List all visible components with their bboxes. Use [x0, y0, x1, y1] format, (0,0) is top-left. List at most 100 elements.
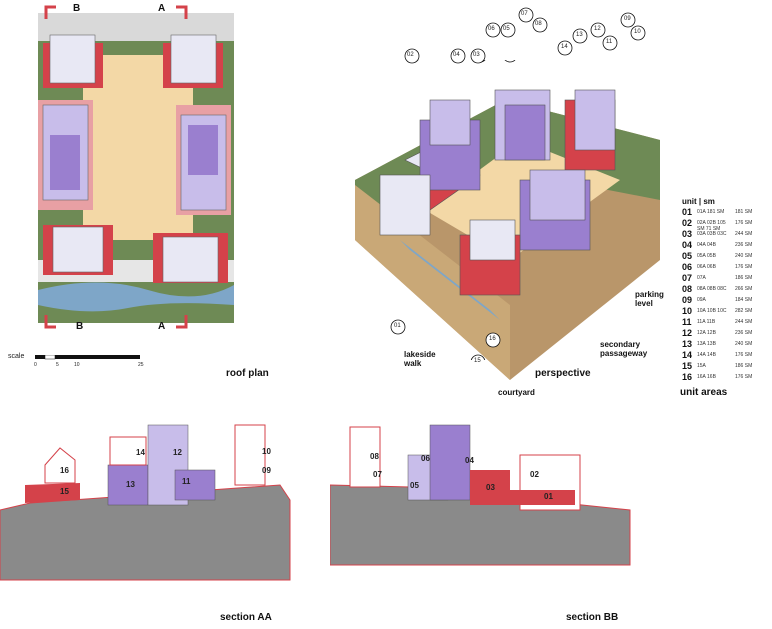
- unit-01: 01: [682, 207, 693, 217]
- title-section-aa: section AA: [220, 612, 272, 623]
- bb-circle-08: 08: [370, 452, 379, 461]
- unit-13-detail: 13A 13B: [697, 341, 716, 347]
- aa-circle-11: 11: [182, 477, 191, 486]
- unit-02: 02: [682, 218, 693, 228]
- scale-bar: [35, 355, 140, 360]
- label-courtyard: courtyard: [498, 388, 535, 397]
- bb-circle-05: 05: [410, 481, 419, 490]
- bb-circle-01: 01: [544, 492, 553, 501]
- unit-07-detail: 07A: [697, 275, 706, 281]
- unit-01-detail: 01A 181 SM: [697, 209, 725, 215]
- unit-08-detail: 08A 08B 08C: [697, 286, 727, 292]
- callout-16: 16: [489, 336, 496, 342]
- unit-12-detail: 12A 12B: [697, 330, 716, 336]
- callout-04: 04: [453, 52, 460, 58]
- callout-02: 02: [407, 52, 414, 58]
- unit-10-detail: 10A 10B 10C: [697, 308, 727, 314]
- roof-plan-drawing: [38, 5, 234, 329]
- callout-15: 15: [474, 358, 481, 364]
- unit-11: 11: [682, 317, 692, 327]
- unit-16: 16: [682, 372, 693, 382]
- callout-11: 11: [606, 39, 613, 45]
- perspective-drawing: [355, 60, 660, 380]
- unit-13-total: 240 SM: [735, 341, 753, 347]
- bb-circle-07: 07: [373, 470, 382, 479]
- callout-12: 12: [594, 26, 601, 32]
- marker-b-bottom: B: [76, 321, 84, 332]
- unit-06-detail: 06A 06B: [697, 264, 716, 270]
- aa-circle-15: 15: [60, 487, 69, 496]
- callout-06: 06: [488, 26, 495, 32]
- unit-01-total: 181 SM: [735, 209, 753, 215]
- unit-11-detail: 11A 11B: [697, 319, 716, 325]
- marker-b-top: B: [73, 3, 81, 14]
- unit-09-detail: 09A: [697, 297, 706, 303]
- bb-circle-04: 04: [465, 456, 474, 465]
- bb-circle-02: 02: [530, 470, 539, 479]
- unit-02-total: 176 SM: [735, 220, 753, 226]
- aa-circle-12: 12: [173, 448, 182, 457]
- unit-14-detail: 14A 14B: [697, 352, 716, 358]
- title-unit-areas: unit areas: [680, 387, 728, 398]
- marker-a-bottom: A: [158, 321, 166, 332]
- aa-circle-10: 10: [262, 447, 271, 456]
- label-secondary-passageway: secondary passageway: [600, 340, 648, 358]
- unit-table-header: unit | sm: [682, 197, 715, 206]
- unit-09-total: 184 SM: [735, 297, 753, 303]
- bb-circle-03: 03: [486, 483, 495, 492]
- unit-04: 04: [682, 240, 693, 250]
- scale-tick-25: 25: [138, 362, 144, 368]
- aa-circle-13: 13: [126, 480, 135, 489]
- callout-01: 01: [394, 323, 401, 329]
- scale-tick-0: 0: [34, 362, 37, 368]
- unit-15-total: 186 SM: [735, 363, 753, 369]
- unit-05: 05: [682, 251, 693, 261]
- unit-15-detail: 15A: [697, 363, 706, 369]
- title-perspective: perspective: [535, 368, 591, 379]
- unit-14: 14: [682, 350, 693, 360]
- callout-08: 08: [535, 21, 542, 27]
- unit-12-total: 236 SM: [735, 330, 753, 336]
- aa-circle-14: 14: [136, 448, 145, 457]
- unit-05-detail: 05A 05B: [697, 253, 716, 259]
- unit-08-total: 266 SM: [735, 286, 753, 292]
- unit-04-total: 236 SM: [735, 242, 753, 248]
- scale-label: scale: [8, 353, 25, 360]
- unit-07: 07: [682, 273, 693, 283]
- callout-10: 10: [634, 29, 641, 35]
- aa-circle-09: 09: [262, 466, 271, 475]
- unit-10-total: 282 SM: [735, 308, 753, 314]
- unit-14-total: 176 SM: [735, 352, 753, 358]
- unit-12: 12: [682, 328, 693, 338]
- unit-06: 06: [682, 262, 693, 272]
- bb-circle-06: 06: [421, 454, 430, 463]
- unit-03-detail: 03A 03B 03C: [697, 231, 727, 237]
- unit-07-total: 186 SM: [735, 275, 753, 281]
- title-roof-plan: roof plan: [226, 368, 269, 379]
- unit-08: 08: [682, 284, 693, 294]
- label-parking-level: parking level: [635, 290, 664, 308]
- unit-15: 15: [682, 361, 693, 371]
- unit-03: 03: [682, 229, 693, 239]
- unit-11-total: 244 SM: [735, 319, 753, 325]
- callout-13: 13: [576, 32, 583, 38]
- unit-06-total: 176 SM: [735, 264, 753, 270]
- callout-14: 14: [561, 44, 568, 50]
- marker-a-top: A: [158, 3, 166, 14]
- unit-16-total: 176 SM: [735, 374, 753, 380]
- unit-05-total: 240 SM: [735, 253, 753, 259]
- callout-05: 05: [503, 26, 510, 32]
- callout-09: 09: [624, 16, 631, 22]
- section-aa-drawing: [0, 424, 291, 581]
- scale-tick-5: 5: [56, 362, 59, 368]
- unit-10: 10: [682, 306, 693, 316]
- section-bb-drawing: [330, 424, 631, 566]
- callout-07: 07: [521, 11, 528, 17]
- scale-tick-10: 10: [74, 362, 80, 368]
- unit-04-detail: 04A 04B: [697, 242, 716, 248]
- callout-03: 03: [473, 52, 480, 58]
- unit-16-detail: 16A 16B: [697, 374, 716, 380]
- title-section-bb: section BB: [566, 612, 619, 623]
- aa-circle-16: 16: [60, 466, 69, 475]
- unit-09: 09: [682, 295, 693, 305]
